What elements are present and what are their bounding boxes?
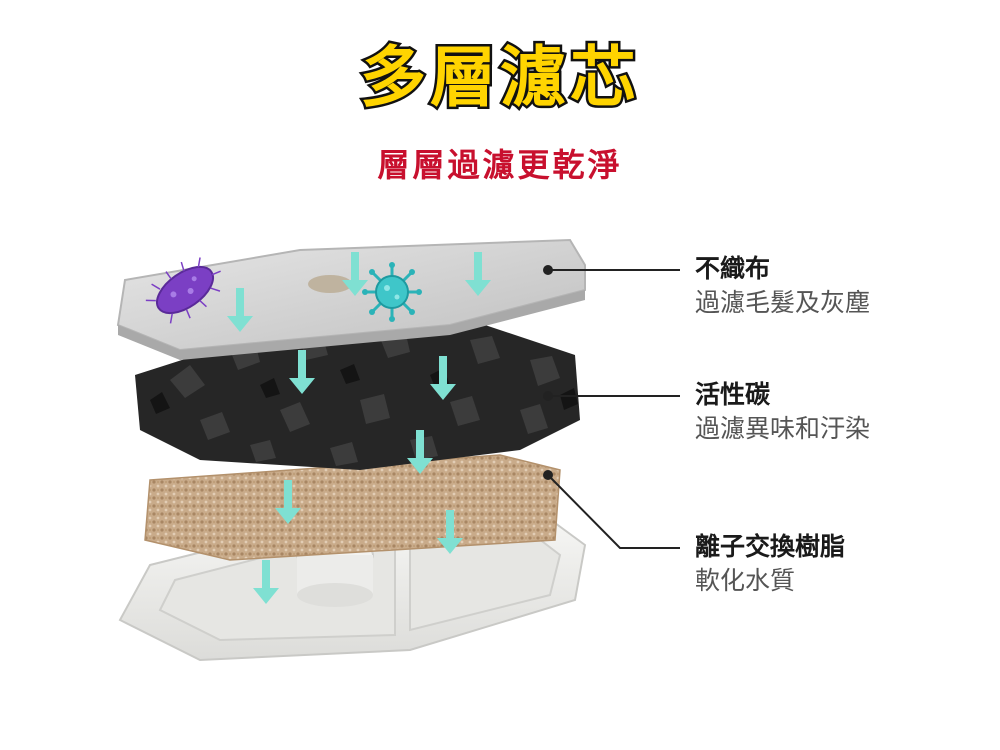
resin-layer bbox=[144, 454, 561, 561]
page-title: 多層濾芯 bbox=[358, 37, 640, 119]
layer-desc: 過濾異味和汙染 bbox=[695, 414, 871, 443]
layer-desc: 過濾毛髮及灰塵 bbox=[695, 288, 871, 317]
page-subtitle: 層層過濾更乾淨 bbox=[377, 146, 623, 184]
layer-name: 活性碳 bbox=[695, 380, 771, 409]
layer-name: 不織布 bbox=[695, 254, 771, 283]
leader-line-resin bbox=[543, 470, 680, 549]
layer-desc: 軟化水質 bbox=[695, 566, 796, 595]
layer-name: 離子交換樹脂 bbox=[695, 532, 846, 561]
label-carbon: 活性碳 過濾異味和汙染 bbox=[695, 378, 870, 446]
label-resin: 離子交換樹脂 軟化水質 bbox=[695, 530, 845, 598]
leader-line-carbon bbox=[543, 391, 680, 401]
label-non-woven: 不織布 過濾毛髮及灰塵 bbox=[695, 252, 870, 320]
bacteria-icon bbox=[145, 257, 221, 324]
virus-icon bbox=[362, 262, 422, 322]
leader-line-non-woven bbox=[543, 265, 680, 275]
